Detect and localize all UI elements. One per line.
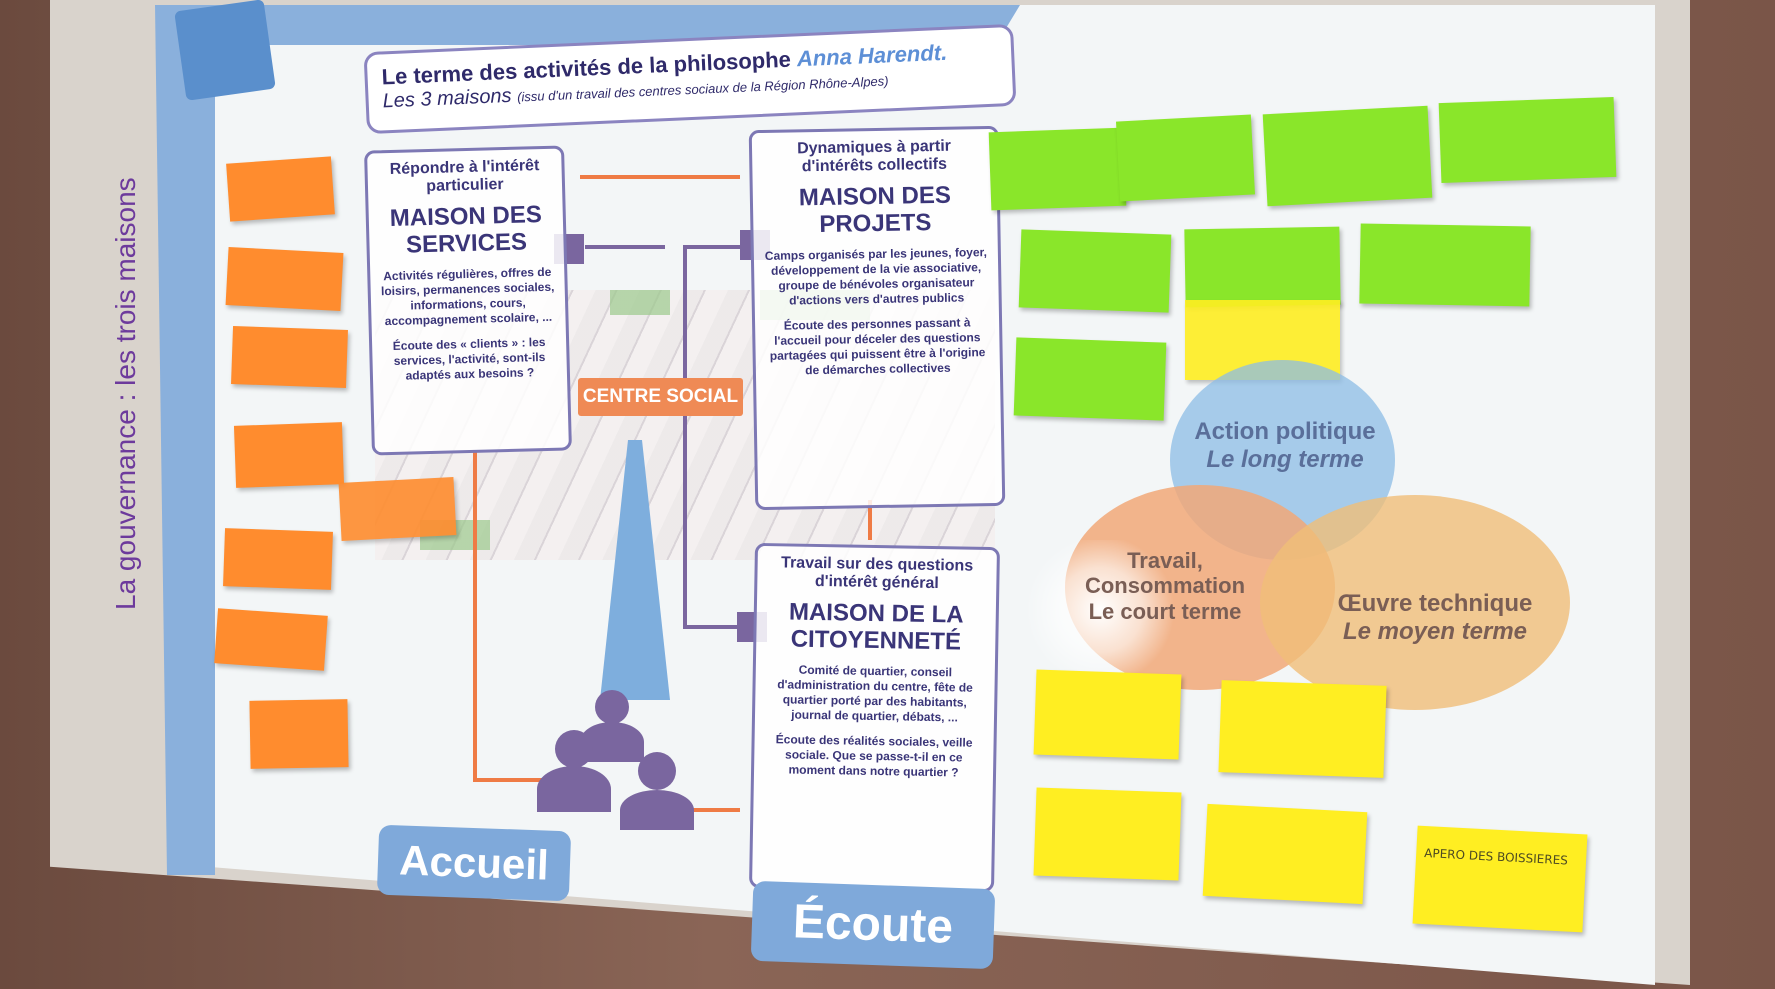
venn-label-line: Le court terme	[1088, 598, 1242, 624]
slide-side-bar	[155, 5, 215, 875]
orange-line	[868, 500, 872, 540]
logo-badge	[174, 0, 276, 101]
house-name: MAISON DES SERVICES	[389, 201, 543, 259]
tree-patch	[610, 290, 670, 315]
sticky-note-yellow	[1033, 787, 1182, 881]
venn-label-travail: Travail, Consommation Le court terme	[1050, 548, 1280, 624]
person-icon	[537, 766, 611, 812]
connector-line	[685, 245, 755, 249]
house-body: Comité de quartier, conseil d'administra…	[777, 662, 973, 725]
venn-circle-oeuvre	[1260, 495, 1570, 710]
venn-label-line: Travail,	[1127, 548, 1203, 573]
ecoute-button: Écoute	[750, 880, 996, 970]
projector-glare	[1020, 540, 1180, 680]
house-citoyennete: Travail sur des questions d'intérêt géné…	[749, 542, 1000, 893]
house-body: Activités régulières, offres de loisirs,…	[380, 264, 555, 329]
sticky-note-orange	[231, 326, 348, 388]
sticky-note-text: APERO DES BOISSIERES	[1423, 846, 1569, 868]
house-subtitle: Répondre à l'intérêt particulier	[389, 157, 540, 195]
house-body-listening: Écoute des personnes passant à l'accueil…	[769, 315, 986, 378]
orange-line	[473, 778, 553, 782]
philosopher-name: Anna Harendt.	[796, 39, 948, 72]
sticky-note-orange	[223, 528, 333, 590]
centre-social-label: CENTRE SOCIAL	[578, 378, 743, 416]
venn-label-line: Le moyen terme	[1342, 617, 1528, 645]
accueil-button: Accueil	[376, 824, 572, 902]
sticky-note-green	[1013, 337, 1167, 421]
venn-label-line: Action politique	[1194, 418, 1376, 445]
connector-line	[683, 245, 687, 625]
subtitle-text: Les 3 maisons	[382, 84, 513, 113]
connector-line	[683, 625, 743, 629]
sticky-note-orange	[233, 422, 345, 488]
orange-line	[473, 450, 477, 780]
sticky-note-yellow	[1218, 680, 1387, 778]
venn-label-oeuvre: Œuvre technique Le moyen terme	[1300, 590, 1570, 645]
venn-label-line: Le long terme	[1206, 445, 1364, 473]
sticky-note-green	[1115, 114, 1256, 202]
sticky-note-green	[1018, 229, 1172, 313]
orange-line	[690, 808, 740, 812]
sticky-note-orange	[225, 247, 344, 311]
sidebar-title: La gouvernance : les trois maisons	[110, 177, 141, 610]
house-body-listening: Écoute des « clients » : les services, l…	[392, 334, 546, 383]
person-icon	[595, 690, 629, 724]
sticky-note-green	[1184, 226, 1341, 308]
person-icon	[555, 730, 593, 768]
house-body: Camps organisés par les jeunes, foyer, d…	[764, 245, 988, 308]
double-arrow-line	[580, 175, 740, 179]
sticky-note-green	[1359, 223, 1531, 307]
sticky-note-orange	[214, 608, 328, 671]
sticky-note-yellow: APERO DES BOISSIERES	[1412, 825, 1588, 933]
sticky-note-orange	[338, 477, 457, 541]
sticky-note-orange	[249, 699, 349, 769]
venn-label-line: Œuvre technique	[1337, 590, 1533, 617]
house-name: MAISON DES PROJETS	[798, 181, 952, 238]
person-icon	[638, 752, 676, 790]
person-icon	[620, 790, 694, 830]
house-subtitle: Dynamiques à partir d'intérêts collectif…	[796, 137, 952, 175]
sticky-note-green	[1262, 105, 1433, 207]
house-services: Répondre à l'intérêt particulier MAISON …	[364, 145, 572, 456]
venn-label-politique: Action politique Le long terme	[1170, 418, 1400, 473]
house-name: MAISON DE LA CITOYENNETÉ	[788, 598, 964, 656]
sticky-note-green	[1438, 96, 1617, 184]
house-projets: Dynamiques à partir d'intérêts collectif…	[748, 125, 1006, 511]
sticky-note-orange	[226, 156, 335, 222]
connector-line	[585, 245, 665, 249]
house-body-listening: Écoute des réalités sociales, veille soc…	[775, 732, 973, 780]
house-subtitle: Travail sur des questions d'intérêt géné…	[780, 554, 974, 592]
sticky-note-green	[988, 127, 1127, 211]
sticky-note-yellow	[1033, 669, 1182, 760]
sticky-note-yellow	[1202, 803, 1368, 905]
venn-label-line: Consommation	[1084, 573, 1246, 599]
